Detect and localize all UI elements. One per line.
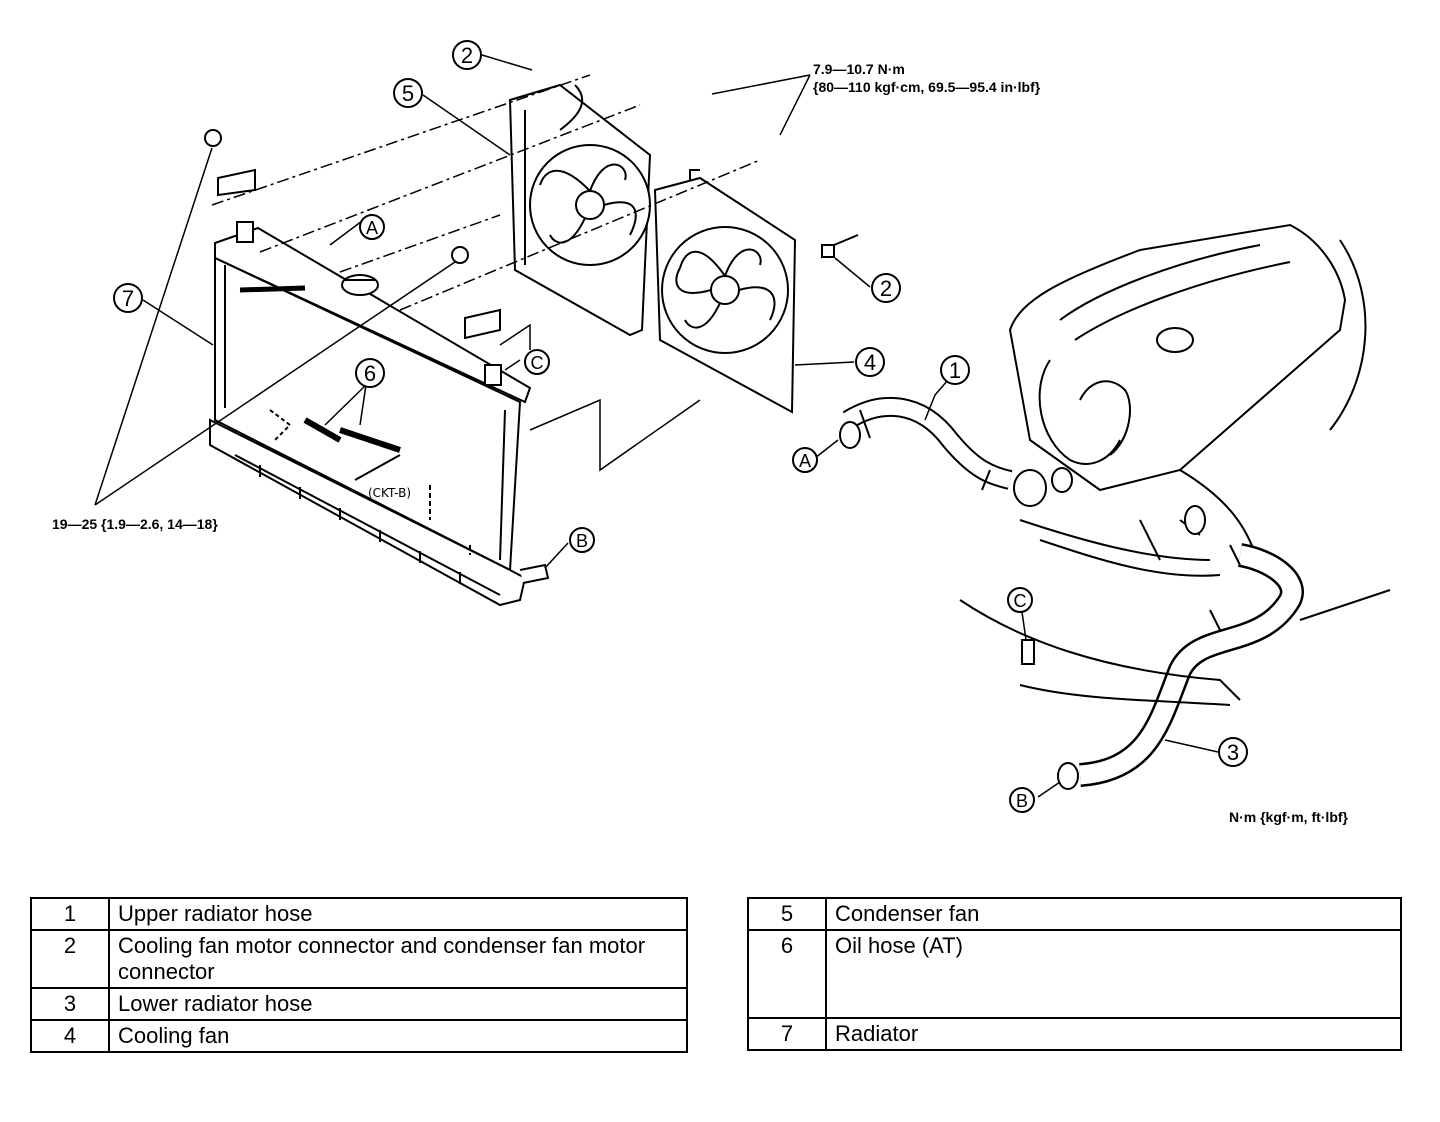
- callout-7: 7: [113, 283, 143, 313]
- legend-row: 6 Oil hose (AT): [747, 929, 1402, 1019]
- callout-4-label: 4: [864, 350, 876, 375]
- torque-spec-fan-bolts: 7.9—10.7 N·m {80—110 kgf·cm, 69.5—95.4 i…: [813, 60, 1040, 96]
- legend-number: 4: [30, 1019, 110, 1053]
- callout-2-top: 2: [452, 40, 482, 70]
- legend-label: Lower radiator hose: [108, 987, 688, 1021]
- engine: [1008, 223, 1367, 577]
- legend-label: Oil hose (AT): [825, 929, 1402, 1019]
- legend-row: 7 Radiator: [747, 1017, 1402, 1051]
- callout-1: 1: [940, 355, 970, 385]
- callouts: 1 2 2 3 4 5 6 7: [113, 40, 1248, 813]
- legend-label: Condenser fan: [825, 897, 1402, 931]
- callout-6: 6: [355, 358, 385, 388]
- cooling-fan: [653, 169, 859, 414]
- legend-table-left: 1 Upper radiator hose 2 Cooling fan moto…: [30, 897, 688, 1053]
- callout-2-top-label: 2: [461, 43, 473, 68]
- legend-number: 6: [747, 929, 827, 1019]
- legend-row: 5 Condenser fan: [747, 897, 1402, 931]
- callout-a-hose: A: [792, 447, 818, 473]
- legend-row: 3 Lower radiator hose: [30, 987, 688, 1021]
- callout-4: 4: [855, 347, 885, 377]
- callout-6-label: 6: [364, 361, 376, 386]
- legend-number: 1: [30, 897, 110, 931]
- radiator: (CKT-B): [204, 129, 550, 607]
- callout-5-label: 5: [402, 81, 414, 106]
- callout-5: 5: [393, 78, 423, 108]
- callout-b-radiator-label: B: [576, 531, 588, 551]
- callout-3-label: 3: [1227, 740, 1239, 765]
- legend-number: 5: [747, 897, 827, 931]
- callout-7-label: 7: [122, 286, 134, 311]
- legend-row: 2 Cooling fan motor connector and conden…: [30, 929, 688, 989]
- legend-table-right: 5 Condenser fan 6 Oil hose (AT) 7 Radiat…: [747, 897, 1402, 1051]
- callout-b-radiator: B: [569, 527, 595, 553]
- callout-2-right: 2: [871, 273, 901, 303]
- torque-spec-radiator-mount-text: 19—25 {1.9—2.6, 14—18}: [52, 516, 218, 532]
- torque-units-note: N·m {kgf·m, ft·lbf}: [1229, 808, 1348, 826]
- lower-radiator-hose: [959, 543, 1391, 790]
- legend-number: 2: [30, 929, 110, 989]
- torque-units-note-text: N·m {kgf·m, ft·lbf}: [1229, 809, 1348, 825]
- torque-spec-fan-bolts-line1: 7.9—10.7 N·m: [813, 61, 905, 77]
- legend-label: Cooling fan motor connector and condense…: [108, 929, 688, 989]
- callout-2-right-label: 2: [880, 276, 892, 301]
- legend-label: Upper radiator hose: [108, 897, 688, 931]
- callout-a-radiator-label: A: [366, 218, 378, 238]
- callout-a-radiator: A: [359, 214, 385, 240]
- torque-spec-radiator-mount: 19—25 {1.9—2.6, 14—18}: [52, 515, 218, 533]
- callout-b-hose-label: B: [1016, 791, 1028, 811]
- callout-c-radiator: C: [524, 349, 550, 375]
- callout-3: 3: [1218, 737, 1248, 767]
- exploded-view-diagram: (CKT-B): [94, 40, 1391, 813]
- legend-row: 1 Upper radiator hose: [30, 897, 688, 931]
- legend-label: Cooling fan: [108, 1019, 688, 1053]
- legend-number: 7: [747, 1017, 827, 1051]
- callout-a-hose-label: A: [799, 451, 811, 471]
- callout-c-hose: C: [1007, 587, 1033, 613]
- callout-c-hose-label: C: [1014, 591, 1027, 611]
- callout-b-hose: B: [1009, 787, 1035, 813]
- legend-number: 3: [30, 987, 110, 1021]
- legend-label: Radiator: [825, 1017, 1402, 1051]
- callout-c-radiator-label: C: [531, 353, 544, 373]
- svg-text:(CKT-B): (CKT-B): [368, 486, 411, 500]
- torque-spec-fan-bolts-line2: {80—110 kgf·cm, 69.5—95.4 in·lbf}: [813, 79, 1041, 95]
- callout-1-label: 1: [949, 358, 961, 383]
- condenser-fan: [508, 83, 652, 337]
- upper-radiator-hose: [839, 396, 1073, 507]
- legend-row: 4 Cooling fan: [30, 1019, 688, 1053]
